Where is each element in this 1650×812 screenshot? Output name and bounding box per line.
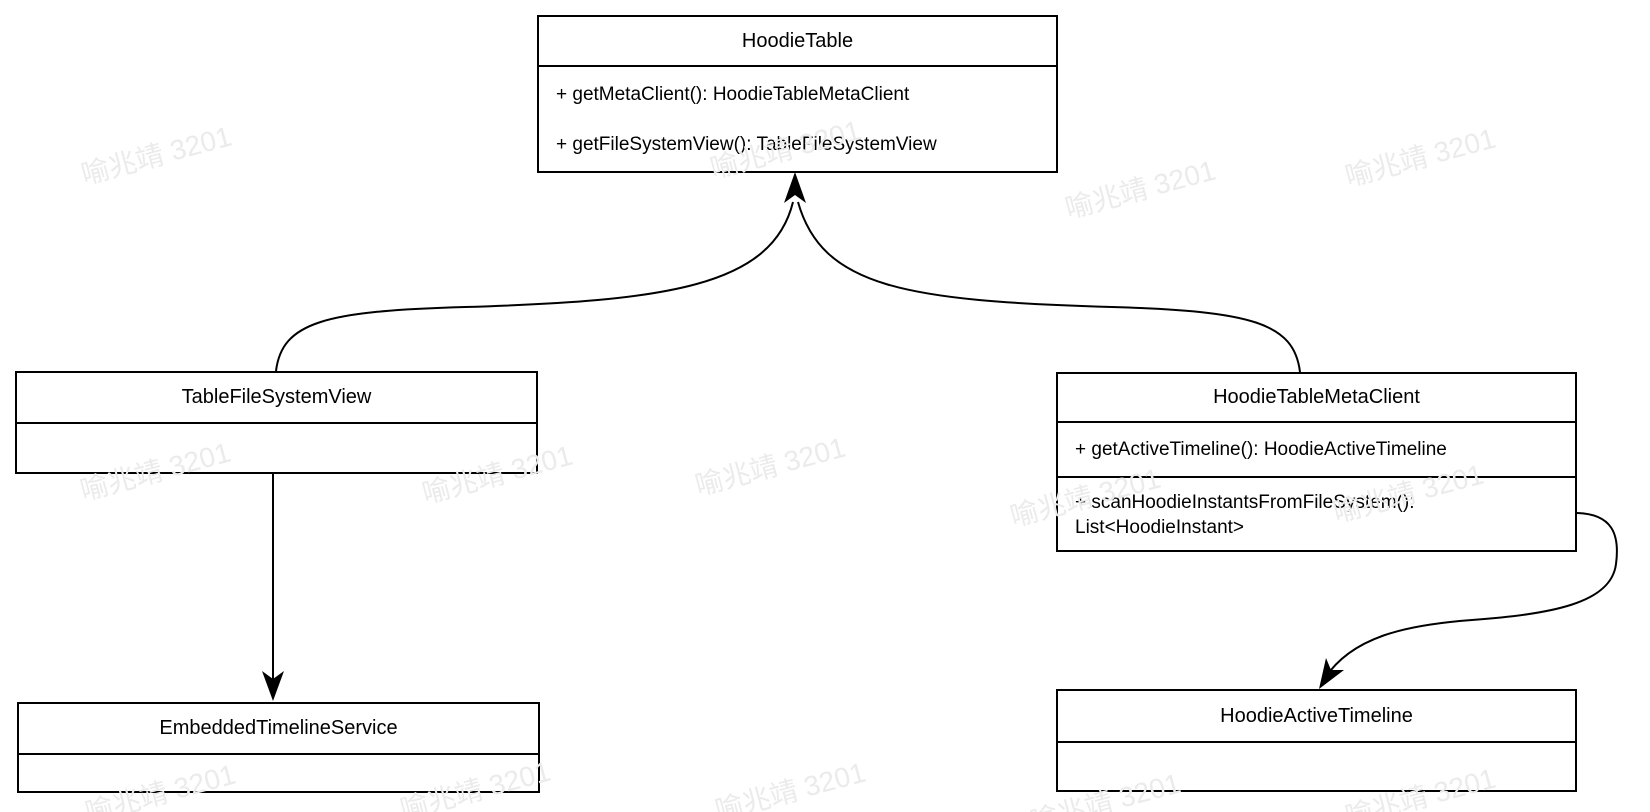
class-box-hoodietablemetaclient: HoodieTableMetaClient + getActiveTimelin… xyxy=(1056,372,1577,552)
method-getmetaclient: + getMetaClient(): HoodieTableMetaClient xyxy=(556,84,910,105)
class-methods-hoodietable: + getMetaClient(): HoodieTableMetaClient… xyxy=(539,67,1056,170)
method-section-getactivetimeline: + getActiveTimeline(): HoodieActiveTimel… xyxy=(1058,423,1575,478)
class-title-hoodietable: HoodieTable xyxy=(539,17,1056,67)
watermark: 喻兆靖 3201 xyxy=(1061,154,1219,225)
edge-tablefilesystemview-to-hoodietable xyxy=(275,201,794,372)
class-box-embeddedtimelineservice: EmbeddedTimelineService xyxy=(17,702,540,793)
class-title-hoodieactivetimeline: HoodieActiveTimeline xyxy=(1058,691,1575,743)
class-title-hoodietablemetaclient: HoodieTableMetaClient xyxy=(1058,374,1575,423)
watermark: 喻兆靖 3201 xyxy=(1341,122,1499,193)
class-title-embeddedtimelineservice: EmbeddedTimelineService xyxy=(19,704,538,755)
watermark: 喻兆靖 3201 xyxy=(711,756,869,812)
method-getfilesystemview: + getFileSystemView(): TableFileSystemVi… xyxy=(556,134,937,155)
watermark: 喻兆靖 3201 xyxy=(77,120,235,191)
watermark: 喻兆靖 3201 xyxy=(691,431,849,502)
class-box-tablefilesystemview: TableFileSystemView xyxy=(15,371,538,474)
arrowhead-into-hoodieactivetimeline xyxy=(1319,658,1344,689)
arrowhead-into-embeddedtimelineservice xyxy=(262,671,284,701)
method-section-scanhoodieinstants: + scanHoodieInstantsFromFileSystem(): Li… xyxy=(1058,478,1575,540)
class-box-hoodietable: HoodieTable + getMetaClient(): HoodieTab… xyxy=(537,15,1058,173)
method-scanhoodieinstantsfromfilesystem: + scanHoodieInstantsFromFileSystem(): Li… xyxy=(1075,492,1415,538)
class-title-tablefilesystemview: TableFileSystemView xyxy=(17,373,536,424)
method-getactivetimeline: + getActiveTimeline(): HoodieActiveTimel… xyxy=(1075,438,1447,460)
arrowhead-into-hoodietable xyxy=(784,172,806,203)
edge-hoodietablemetaclient-to-hoodietable xyxy=(797,201,1301,373)
class-box-hoodieactivetimeline: HoodieActiveTimeline xyxy=(1056,689,1577,792)
